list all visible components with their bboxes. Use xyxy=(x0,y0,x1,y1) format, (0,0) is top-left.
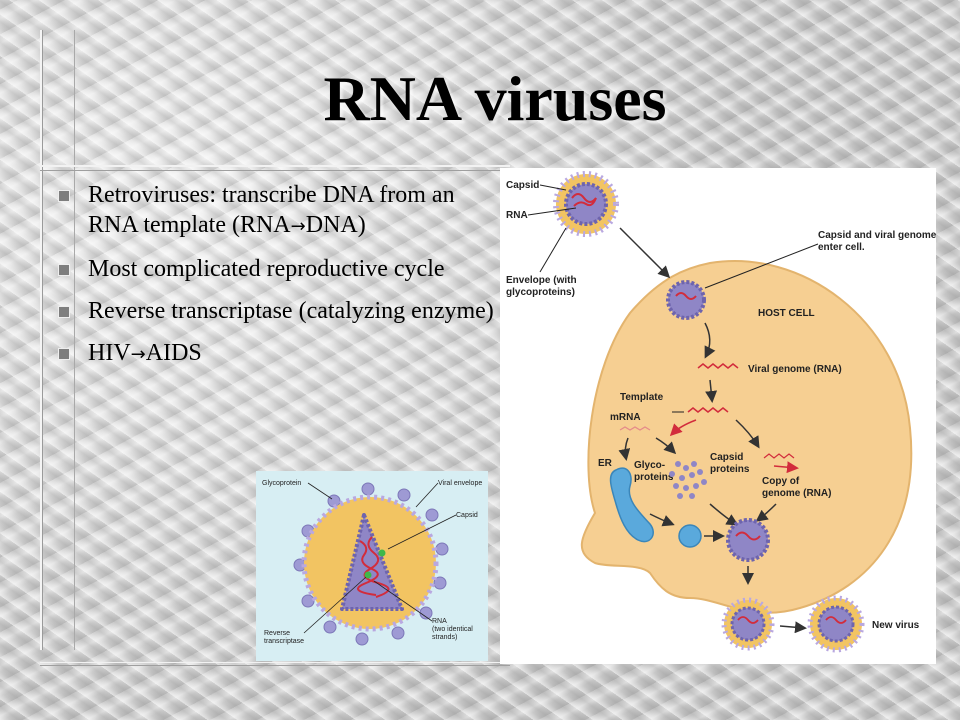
label-hiv-rna-note-2: strands) xyxy=(432,634,457,641)
budding-virus xyxy=(721,597,775,651)
er-shape xyxy=(609,467,654,543)
arrow-icon: → xyxy=(290,216,306,237)
template-strand xyxy=(687,407,729,413)
label-envelope-2: glycoproteins) xyxy=(506,287,575,298)
label-glycoprotein: Glycoprotein xyxy=(262,480,301,487)
label-glyco-1: Glyco- xyxy=(634,460,665,471)
label-rna: RNA xyxy=(506,210,528,221)
frame-vertical-line xyxy=(40,30,75,650)
label-host-cell: HOST CELL xyxy=(758,308,815,319)
label-enter-1: Capsid and viral genome xyxy=(818,230,936,241)
hiv-structure-svg: Glycoprotein Viral envelope Capsid RNA (… xyxy=(262,480,482,646)
arrow-icon: → xyxy=(130,344,146,365)
label-er: ER xyxy=(598,458,613,469)
frame-horizontal-line xyxy=(40,165,510,171)
label-copy-1: Copy of xyxy=(762,476,800,487)
label-new-virus: New virus xyxy=(872,620,920,631)
virus-particle-top xyxy=(553,171,619,237)
label-capsid: Capsid xyxy=(506,180,539,191)
bullet-marker xyxy=(58,190,70,202)
label-enter-2: enter cell. xyxy=(818,242,865,253)
label-hiv-rna: RNA xyxy=(432,618,447,625)
label-hiv-capsid: Capsid xyxy=(456,512,478,519)
label-capsid-proteins-1: Capsid xyxy=(710,452,743,463)
label-glyco-2: proteins xyxy=(634,472,674,483)
label-viral-genome: Viral genome (RNA) xyxy=(748,364,842,375)
bullet-marker xyxy=(58,306,70,318)
label-rt-2: transcriptase xyxy=(264,638,304,645)
slide-title: RNA viruses xyxy=(323,63,667,134)
bullet-item-hiv-aids: HIV→AIDS xyxy=(58,338,498,370)
label-hiv-rna-note-1: (two identical xyxy=(432,626,473,633)
bullet-marker xyxy=(58,348,70,360)
label-capsid-proteins-2: proteins xyxy=(710,464,750,475)
bullet-item-retroviruses: Retroviruses: transcribe DNA from an RNA… xyxy=(58,180,498,242)
label-rt-1: Reverse xyxy=(264,630,290,637)
viral-cycle-diagram: Capsid RNA Envelope (with glycoproteins)… xyxy=(500,168,937,664)
vesicle xyxy=(678,524,702,548)
label-copy-2: genome (RNA) xyxy=(762,488,831,499)
new-virus xyxy=(807,595,865,653)
bullet-marker xyxy=(58,264,70,276)
label-viral-envelope: Viral envelope xyxy=(438,480,482,487)
viral-genome-rna xyxy=(697,363,739,369)
hiv-structure-diagram: Glycoprotein Viral envelope Capsid RNA (… xyxy=(256,471,488,661)
label-template: Template xyxy=(620,392,664,403)
bullet-list: Retroviruses: transcribe DNA from an RNA… xyxy=(58,180,498,382)
capsid-proteins-dots xyxy=(669,461,707,499)
bullet-item-reverse-transcriptase: Reverse transcriptase (catalyzing enzyme… xyxy=(58,296,498,326)
bullet-item-complicated-cycle: Most complicated reproductive cycle xyxy=(58,254,498,284)
viral-cycle-svg: Capsid RNA Envelope (with glycoproteins)… xyxy=(506,171,937,653)
assembled-virus xyxy=(726,518,770,562)
label-envelope-1: Envelope (with xyxy=(506,275,577,286)
label-mrna: mRNA xyxy=(610,412,641,423)
capsid-entering xyxy=(666,280,706,320)
frame-bottom-line xyxy=(40,662,510,666)
